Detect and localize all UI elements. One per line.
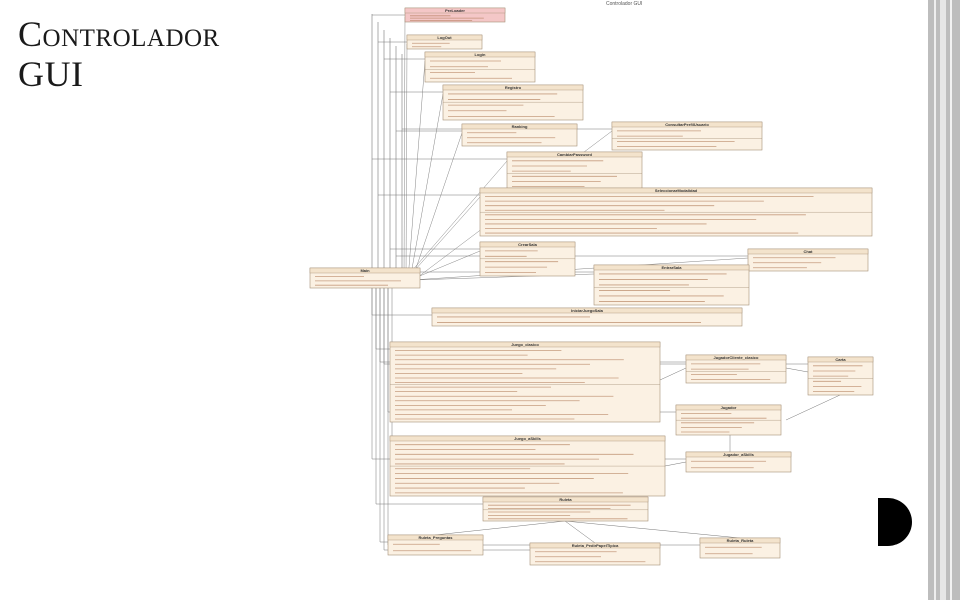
class-name: Jugador_aSkills [723, 452, 754, 457]
class-box-body [442, 84, 584, 121]
class-name: Juego_aSkills [514, 436, 541, 441]
uml-class-box: ConsultarPerfilUsuario [611, 121, 763, 151]
class-name: CambiarPassword [557, 152, 592, 157]
slide-side-bar [928, 0, 960, 600]
class-box-header [506, 151, 643, 158]
title-line-1: Controlador [18, 14, 220, 54]
class-box-header [807, 356, 874, 363]
uml-class-box: Ruleta_Preguntas [387, 534, 484, 556]
class-name: Main [360, 268, 370, 273]
uml-class-box: LogOut [406, 34, 483, 50]
class-box-header [406, 34, 483, 41]
class-name: Ruleta_Preguntas [418, 535, 453, 540]
class-box-header [699, 537, 781, 544]
uml-class-box: IniciarJuegoSala [431, 307, 743, 327]
class-box-header [309, 267, 421, 274]
connector-line [405, 196, 481, 281]
uml-class-box: Main [309, 267, 421, 289]
class-box-header [389, 435, 666, 442]
class-name: Juego_clasico [511, 342, 539, 347]
class-name: CrearSala [518, 242, 537, 247]
class-box-header [685, 451, 792, 458]
class-box-header [479, 187, 873, 194]
uml-class-box: PreLoader [404, 7, 506, 23]
class-name: Ranking [512, 124, 528, 129]
class-name: Ruleta_PedirPapelTipica [572, 543, 619, 548]
uml-class-box: SeleccionarModalidad [479, 187, 873, 237]
class-box-header [611, 121, 763, 128]
class-box-header [482, 496, 649, 503]
connector-line [403, 16, 406, 281]
side-bar-stripe [950, 0, 952, 600]
uml-class-box: EntrarSala [593, 264, 750, 306]
uml-class-box: JugadorCliente_clasico [685, 354, 787, 384]
side-bar-stripe [940, 0, 946, 600]
connector-line [403, 160, 508, 281]
class-box-header [424, 51, 536, 58]
connector-line [785, 367, 809, 373]
connector-line [407, 60, 426, 281]
uml-class-box: Carta [807, 356, 874, 396]
uml-class-box: CambiarPassword [506, 151, 643, 191]
uml-class-box: Registro [442, 84, 584, 121]
connector-line [405, 43, 408, 281]
connector-line [564, 520, 741, 539]
uml-class-box: CrearSala [479, 241, 576, 277]
class-name: Chat [804, 249, 814, 254]
class-box-header [442, 84, 584, 91]
uml-class-box: Ruleta_PedirPapelTipica [529, 542, 661, 566]
class-name: Carta [835, 357, 846, 362]
class-name: JugadorCliente_clasico [714, 355, 759, 360]
class-box-header [479, 241, 576, 248]
uml-class-box: Jugador_aSkills [685, 451, 792, 473]
class-box-header [389, 341, 661, 348]
connector-line [411, 257, 749, 281]
class-name: Login [475, 52, 486, 57]
uml-class-box: Jugador [675, 404, 782, 436]
uml-class-box: Login [424, 51, 536, 83]
uml-class-box: Ruleta [482, 496, 649, 522]
class-box-header [387, 534, 484, 541]
side-bar-stripe [934, 0, 936, 600]
class-box-header [747, 248, 869, 255]
uml-class-box: Ruleta_Ruleta [699, 537, 781, 559]
class-box-header [685, 354, 787, 361]
class-name: SeleccionarModalidad [655, 188, 698, 193]
class-box-header [431, 307, 743, 314]
class-box-body [479, 241, 576, 277]
class-name: PreLoader [445, 8, 465, 13]
class-name: Jugador [721, 405, 737, 410]
class-box-header [529, 542, 661, 549]
class-box-header [593, 264, 750, 271]
class-box-header [675, 404, 782, 411]
class-name: LogOut [437, 35, 452, 40]
connector-line [564, 520, 596, 544]
uml-class-box: Juego_clasico [389, 341, 661, 423]
class-name: Registro [505, 85, 522, 90]
class-box-header [404, 7, 506, 14]
title-line-2: GUI [18, 54, 84, 94]
class-name: ConsultarPerfilUsuario [665, 122, 709, 127]
uml-class-box: Chat [747, 248, 869, 272]
class-name: Ruleta [559, 497, 572, 502]
connector-line [409, 93, 444, 281]
uml-class-box: Juego_aSkills [389, 435, 666, 497]
connector-line [785, 394, 841, 421]
uml-class-box: Ranking [461, 123, 578, 147]
connector-line [411, 132, 463, 281]
class-name: IniciarJuegoSala [571, 308, 604, 313]
slide-title: Controlador GUI [18, 14, 220, 94]
class-name: Ruleta_Ruleta [727, 538, 754, 543]
class-box-header [461, 123, 578, 130]
connector-line [434, 520, 566, 536]
class-name: EntrarSala [661, 265, 682, 270]
connector-line [659, 367, 687, 381]
diagram-caption: Controlador GUI [606, 1, 642, 7]
connector-line [664, 461, 687, 467]
